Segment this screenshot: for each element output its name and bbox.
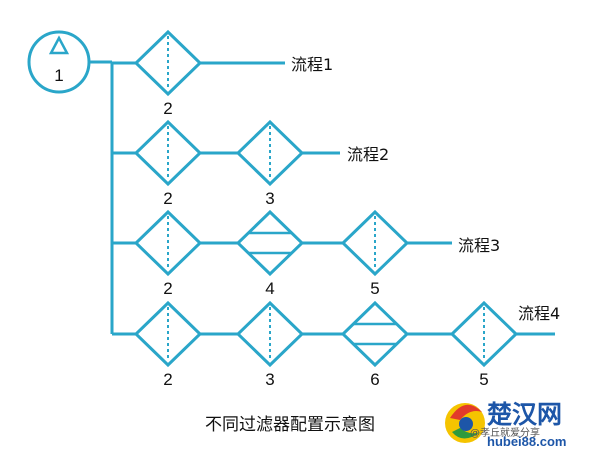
filter-number: 2: [163, 279, 172, 298]
filter-number: 2: [163, 99, 172, 118]
filter-number: 3: [265, 370, 274, 389]
filter-number: 5: [479, 370, 488, 389]
filter-4-1: 2: [133, 300, 203, 389]
watermark-sub: @孝丘就爱分享: [470, 426, 540, 439]
flows-group: 2 流程1 2 3 流程2 2 4 5 流程3 2 3 6 5 流程4: [112, 29, 560, 389]
filter-1-1: 2: [133, 29, 203, 118]
flow-row-1: 2 流程1: [112, 29, 333, 118]
flow-label-4: 流程4: [518, 304, 560, 323]
flow-row-2: 2 3 流程2: [112, 119, 389, 208]
flow-row-4: 2 3 6 5 流程4: [112, 300, 560, 389]
watermark-name: 楚汉网: [487, 400, 562, 429]
two-line-filter-icon: [340, 300, 410, 368]
caption: 不同过滤器配置示意图: [205, 415, 375, 435]
watermark-url: hubei88.com: [487, 434, 566, 449]
filter-2-1: 2: [133, 119, 203, 208]
two-line-filter-icon: [235, 209, 305, 277]
filter-number: 2: [163, 370, 172, 389]
filter-number: 3: [265, 189, 274, 208]
source-node: 1: [27, 30, 91, 94]
filter-number: 5: [370, 279, 379, 298]
filter-number: 4: [265, 279, 274, 298]
filter-3-3: 5: [340, 209, 410, 298]
filter-4-3: 6: [340, 300, 410, 389]
flow-row-3: 2 4 5 流程3: [112, 209, 500, 298]
filter-number: 6: [370, 370, 379, 389]
watermark-logo-icon: [445, 403, 485, 443]
filter-2-2: 3: [235, 119, 305, 208]
filter-number: 2: [163, 189, 172, 208]
flow-label-2: 流程2: [347, 145, 389, 164]
filter-4-2: 3: [235, 300, 305, 389]
filter-4-4: 5: [449, 300, 519, 389]
filter-3-2: 4: [235, 209, 305, 298]
flow-label-1: 流程1: [291, 55, 333, 74]
source-triangle-icon: [48, 35, 70, 55]
flow-label-3: 流程3: [458, 236, 500, 255]
source-number: 1: [54, 66, 63, 85]
filter-3-1: 2: [133, 209, 203, 298]
watermark: 楚汉网 @孝丘就爱分享 hubei88.com: [445, 400, 566, 449]
